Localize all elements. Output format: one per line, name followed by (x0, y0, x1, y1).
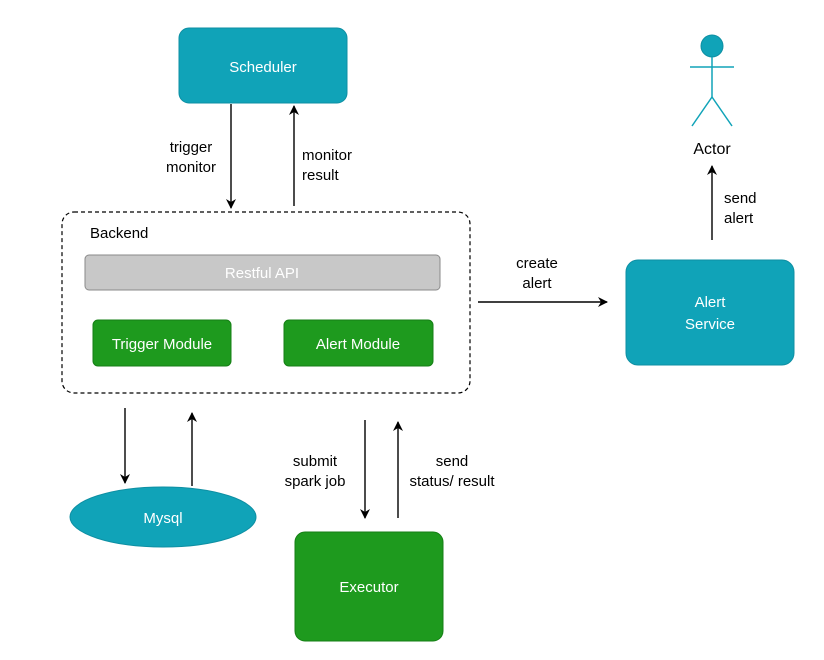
backend-label: Backend (90, 225, 148, 242)
edge-label-send-alert-2: alert (724, 210, 754, 227)
edge-label-monitor-result-1: monitor (302, 147, 352, 164)
mysql-node: Mysql (69, 486, 257, 548)
alert-service-node: Alert Service (625, 259, 795, 366)
mysql-label: Mysql (143, 510, 182, 527)
edge-labels: trigger monitor monitor result create al… (166, 139, 757, 490)
actor-right-leg (711, 96, 733, 127)
trigger-module-box (92, 319, 232, 367)
alert-service-label-line2: Service (685, 316, 735, 333)
actor-head (700, 34, 724, 58)
actor-label: Actor (693, 141, 731, 158)
edge-label-trigger-monitor-1: trigger (170, 139, 213, 156)
edge-label-submit-spark-job-2: spark job (285, 473, 346, 490)
actor-left-leg (691, 96, 713, 127)
edge-label-send-alert-1: send (724, 190, 757, 207)
executor-box (294, 531, 444, 642)
backend-group: Backend Restful API Trigger Module Alert… (61, 211, 471, 394)
edge-label-create-alert-2: alert (522, 275, 552, 292)
alert-module-label: Alert Module (316, 336, 400, 353)
scheduler-label: Scheduler (229, 59, 297, 76)
alert-service-label-line1: Alert (695, 294, 727, 311)
edge-label-monitor-result-2: result (302, 167, 340, 184)
edge-label-create-alert-1: create (516, 255, 558, 272)
edges (120, 104, 717, 519)
executor-label: Executor (339, 579, 398, 596)
edge-label-send-status-result-2: status/ result (409, 473, 495, 490)
trigger-module-label: Trigger Module (112, 336, 212, 353)
alert-service-box (625, 259, 795, 366)
edge-label-trigger-monitor-2: monitor (166, 159, 216, 176)
mysql-ellipse (69, 486, 257, 548)
executor-node: Executor (294, 531, 444, 642)
alert-module-box (283, 319, 434, 367)
restful-api-bar (84, 254, 441, 291)
scheduler-node: Scheduler (178, 27, 348, 104)
restful-api-label: Restful API (225, 265, 299, 282)
edge-label-submit-spark-job-1: submit (293, 453, 338, 470)
backend-border (61, 211, 471, 394)
edge-label-send-status-result-1: send (436, 453, 469, 470)
actor-figure: Actor (690, 34, 734, 158)
scheduler-box (178, 27, 348, 104)
